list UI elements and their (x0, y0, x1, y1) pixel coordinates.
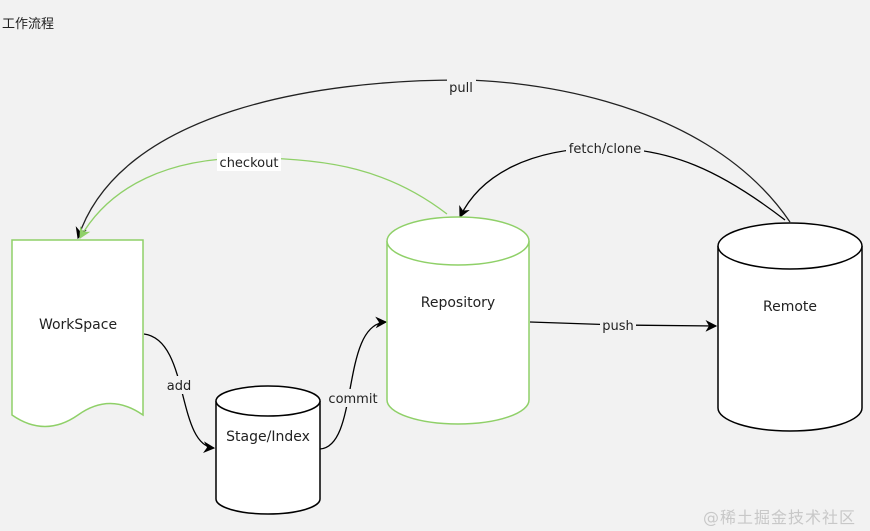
stage-index-node: Stage/Index (215, 385, 321, 515)
edge-label-pull: pull (449, 81, 473, 96)
edge-fetch-clone (459, 147, 786, 221)
edge-label-checkout-group: checkout (217, 153, 281, 171)
repository-node: Repository (386, 216, 530, 425)
workspace-node: WorkSpace (11, 239, 144, 428)
edge-label-fetch-clone-group: fetch/clone (566, 139, 644, 157)
edge-label-commit: commit (328, 392, 377, 407)
edge-label-fetch-clone: fetch/clone (569, 142, 641, 157)
edge-label-pull-group: pull (447, 78, 476, 96)
stage-index-label: Stage/Index (226, 429, 310, 445)
edge-label-commit-group: commit (326, 389, 380, 407)
edge-commit (319, 316, 388, 450)
edge-label-push-group: push (600, 316, 636, 334)
edge-pull (75, 79, 791, 240)
diagram-title: 工作流程 (2, 17, 55, 32)
workspace-label: WorkSpace (39, 317, 117, 333)
remote-node: Remote (717, 222, 863, 432)
repository-label: Repository (421, 295, 495, 311)
watermark: @稀土掘金技术社区 (703, 508, 857, 527)
remote-label: Remote (763, 299, 817, 315)
edge-label-push: push (602, 319, 634, 334)
edge-label-add: add (167, 379, 191, 394)
edge-label-checkout: checkout (220, 156, 279, 171)
edge-label-add-group: add (164, 376, 194, 394)
